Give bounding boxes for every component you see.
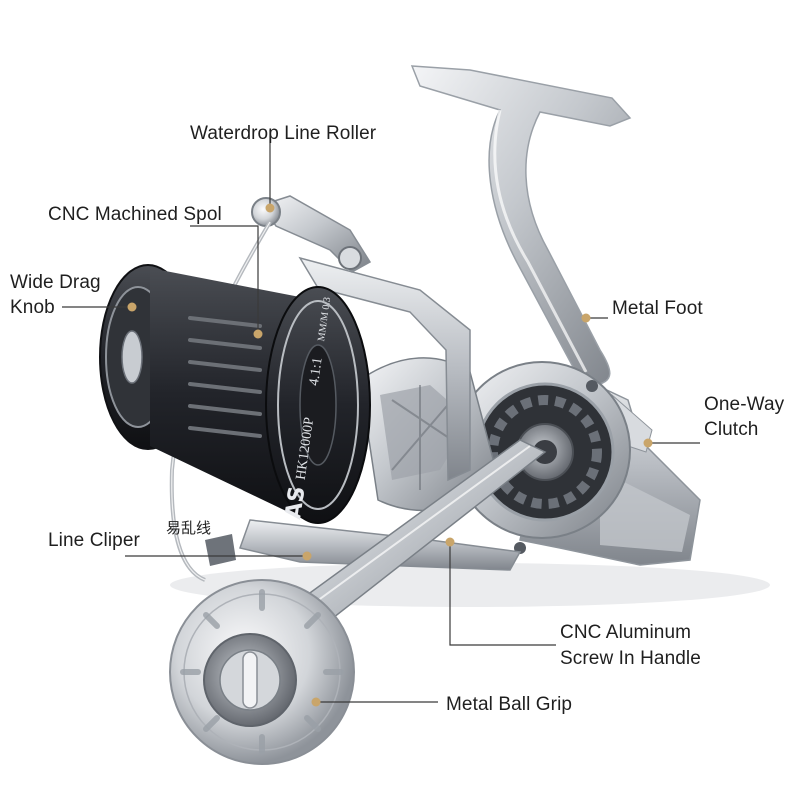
spool bbox=[99, 264, 371, 524]
label-metal-foot: Metal Foot bbox=[612, 298, 703, 319]
label-line-cliper: Line Cliper bbox=[48, 530, 140, 551]
brand-logo: AS bbox=[281, 485, 310, 521]
spool-printing: AS HK12000P 4.1:1 MM/M 0.3 bbox=[281, 296, 333, 521]
leader-lines bbox=[62, 130, 700, 703]
handle-knob bbox=[169, 579, 355, 765]
leader-handle bbox=[449, 542, 556, 646]
marker-line-cliper bbox=[302, 551, 312, 561]
label-cnc-aluminum-handle-line2: Screw In Handle bbox=[560, 648, 701, 669]
marker-metal-foot bbox=[581, 313, 591, 323]
marker-one-way bbox=[643, 438, 653, 448]
label-line-cliper-cn: 易乱线 bbox=[166, 520, 212, 537]
marker-drag bbox=[127, 302, 137, 312]
leader-spool bbox=[190, 225, 259, 332]
ratio-print: 4.1:1 bbox=[307, 357, 326, 387]
label-cnc-aluminum-handle-line1: CNC Aluminum bbox=[560, 622, 692, 643]
reel-foot bbox=[410, 65, 632, 385]
label-metal-ball-grip: Metal Ball Grip bbox=[446, 694, 573, 715]
label-wide-drag-knob-line1: Wide Drag bbox=[10, 272, 101, 293]
label-waterdrop-line-roller: Waterdrop Line Roller bbox=[190, 123, 377, 144]
callout-markers bbox=[127, 203, 653, 707]
label-one-way-clutch-line1: One-Way bbox=[704, 394, 785, 415]
marker-ball-grip bbox=[311, 697, 321, 707]
rotor-arm bbox=[251, 195, 471, 482]
marker-waterdrop bbox=[265, 203, 275, 213]
marker-spool bbox=[253, 329, 263, 339]
label-wide-drag-knob-line2: Knob bbox=[10, 297, 55, 318]
label-one-way-clutch-line2: Clutch bbox=[704, 419, 759, 440]
marker-handle bbox=[445, 537, 455, 547]
label-cnc-machined-spool: CNC Machined Spol bbox=[48, 204, 222, 225]
